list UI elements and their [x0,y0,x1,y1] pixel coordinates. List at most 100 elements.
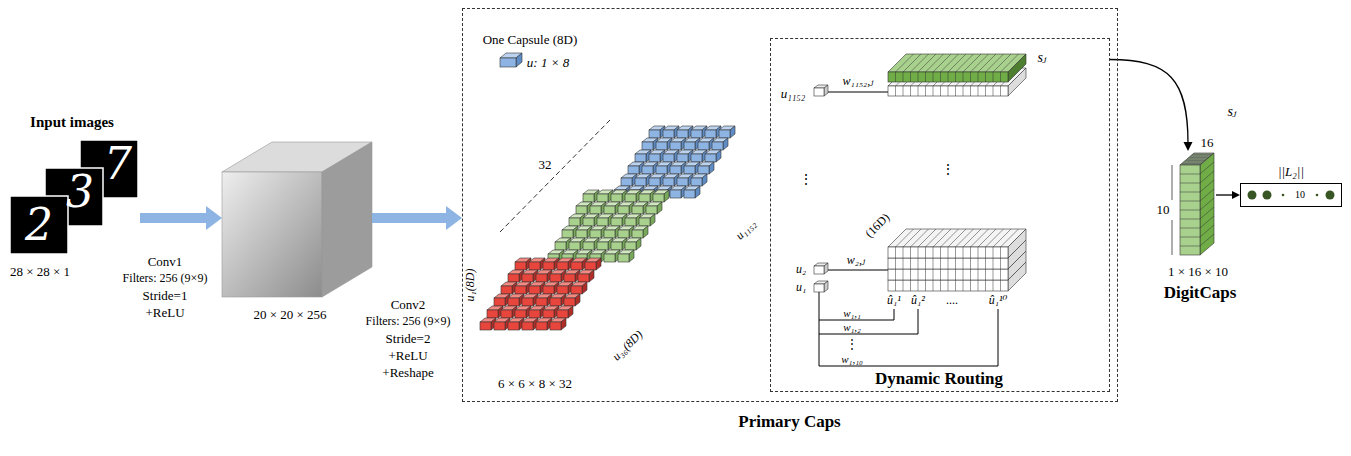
capsule-cube [576,206,587,214]
prediction-stack [963,269,964,280]
prediction-stack [1000,280,1001,291]
weight-line [819,309,918,334]
capsule-cube [618,254,629,262]
prediction-stack [1008,229,1026,258]
capsule-cube [501,310,512,318]
vector-slab [948,72,949,82]
vector-slab [910,72,911,82]
vector-slab [978,72,979,82]
prediction-stack [993,258,994,269]
capsule-cube [814,266,824,274]
digitcaps-depth [1186,159,1206,160]
digitcaps-depth [1191,155,1211,156]
capsule-cube [578,274,589,282]
digitcaps-row [1200,198,1214,210]
capsule-cube [691,130,702,138]
connector [1216,191,1240,199]
prediction-stack [925,280,926,291]
capsule-cube [611,242,622,250]
vector-slab [970,86,971,96]
bracket [1172,165,1173,200]
capsule-cube [480,322,491,330]
vector-slab [948,54,966,72]
digitcaps-row [1180,210,1200,211]
capsule-cube [557,286,568,294]
capsule-cube [691,154,702,162]
connector-line [1216,194,1233,195]
capsule-cube [515,262,526,270]
digitcaps-row [1180,192,1200,193]
capsule-cube [557,310,568,318]
ellipsis: ⋮ [846,338,858,352]
prediction-stack [910,258,911,269]
vector-slab [971,54,989,72]
prediction-stack [940,269,941,280]
capsule-cube [589,270,594,282]
capsule-cube [583,218,594,226]
capsule-cube [670,142,681,150]
capsule-cube [611,218,622,226]
digitcaps-row [1180,228,1200,229]
capsule-cube [709,162,714,174]
vector-slab [985,72,986,82]
connector-line [372,213,447,223]
node-text: 20 × 20 × 256 [253,308,326,323]
capsule-cube [643,226,648,238]
prediction-stack [940,280,941,291]
layer-label: +ReLU [388,349,427,364]
prediction-stack [970,247,971,258]
node-text: 16 [1201,136,1214,151]
capsule-cube [642,142,653,150]
prediction-label: û₁² [911,294,925,308]
weight-label: w₂,ⱼ [847,254,865,268]
prediction-stack [895,269,896,280]
vector-slab [963,72,964,82]
capsule-cube [621,178,632,186]
connector [140,206,222,230]
prediction-stack [985,247,986,258]
vector-slab [1001,54,1019,72]
digitcaps-row [1180,237,1200,238]
legend-note: One Capsule (8D) [483,33,578,48]
capsule-cube [562,230,573,238]
prediction-stack [903,247,904,258]
layer-label: Filters: 256 (9×9) [123,272,208,286]
layer-label: Stride=2 [386,332,431,347]
block-side [322,142,372,297]
prediction-stack [948,269,949,280]
arrow-head [206,206,222,230]
vector-slab [955,86,956,96]
prediction-stack [941,229,959,247]
prediction-stack [985,280,986,291]
prediction-stack [963,247,964,258]
capsule-label: u₂ [796,263,806,277]
vector-slab [888,72,1008,82]
capsule-cube [618,206,629,214]
digit-glyph: 3 [66,167,94,218]
prediction-stack [903,229,921,247]
output-dot [1282,194,1285,197]
prediction-stack [910,269,911,280]
capsule-cube [663,178,674,186]
capsule-cube [702,174,707,186]
prediction-stack [1001,229,1019,247]
prediction-stack [970,280,971,291]
capsule-cube [597,194,608,202]
prediction-stack [955,269,956,280]
capsule-cube [596,258,601,270]
output-dot [1248,191,1257,200]
capsule-cube [650,214,655,226]
vector-slab [895,86,896,96]
weight-label: w₁,₁ [843,307,861,320]
capsule-cube [583,194,594,202]
prediction-stack [955,247,956,258]
capsule-cube [716,150,721,162]
capsule-cube [628,166,639,174]
capsule-cube [597,242,608,250]
capsule-cube [664,190,669,202]
prediction-stack [978,258,979,269]
capsule-cube [639,194,650,202]
vector-slab [1000,72,1001,82]
vector-slab [993,54,1011,72]
prediction-stack [903,280,904,291]
